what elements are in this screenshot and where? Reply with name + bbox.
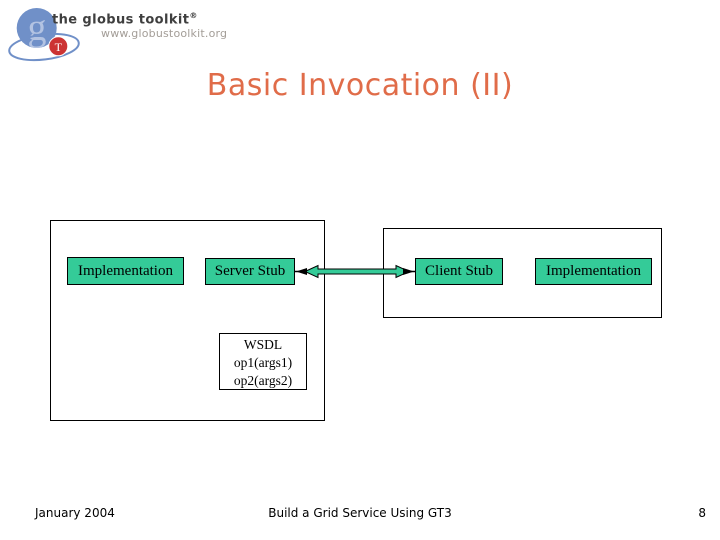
- logo-g-glyph: g: [28, 7, 47, 49]
- logo-t-glyph: T: [55, 40, 63, 54]
- footer-date: January 2004: [35, 506, 115, 520]
- client-implementation-box: Implementation: [535, 258, 652, 285]
- wsdl-title: WSDL: [243, 337, 283, 352]
- logo-brand-text: the globus toolkit®: [52, 11, 198, 27]
- wsdl-op2: op2(args2): [233, 373, 293, 388]
- footer-page-number: 8: [698, 506, 706, 520]
- server-side-container-box: [50, 220, 325, 421]
- footer-presentation-title: Build a Grid Service Using GT3: [268, 506, 452, 520]
- server-implementation-box: Implementation: [67, 257, 184, 285]
- slide-title: Basic Invocation (II): [206, 68, 514, 103]
- wsdl-op1: op1(args1): [233, 355, 293, 370]
- wsdl-box: WSDL op1(args1) op2(args2): [219, 333, 307, 390]
- server-stub-box: Server Stub: [205, 258, 295, 285]
- stub-connection-arrow-icon: [295, 264, 415, 279]
- logo-brand-name: the globus toolkit: [52, 12, 190, 28]
- logo-url-text: www.globustoolkit.org: [101, 27, 228, 40]
- globus-logo-icon: g T: [8, 7, 80, 62]
- registered-mark: ®: [189, 11, 198, 20]
- client-stub-box: Client Stub: [415, 258, 503, 285]
